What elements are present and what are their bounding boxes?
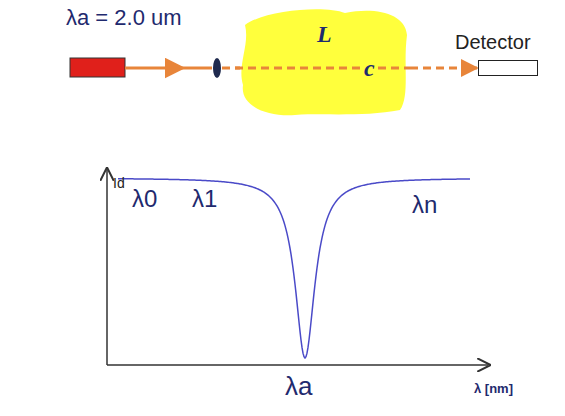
concentration-label: c: [361, 55, 378, 81]
x-axis: [107, 364, 488, 366]
length-label: L: [317, 21, 332, 47]
sample-region: [241, 9, 407, 115]
axis-label: λ [nm]: [474, 382, 513, 396]
wavelength-mark: λn: [412, 192, 437, 218]
sample-cell: Lc: [235, 5, 410, 117]
wavelength-mark: λ0: [132, 186, 157, 212]
detector-label: Detector: [455, 31, 531, 53]
lens: [213, 58, 221, 78]
laser-beam: [175, 67, 212, 70]
detector-box: Detector: [478, 60, 538, 76]
laser-beam: [235, 67, 410, 70]
wavelength-mark: λ1: [192, 186, 217, 212]
laser-source: [70, 58, 125, 77]
axis-label: Id: [113, 176, 125, 191]
laser-beam: [125, 67, 175, 70]
absorption-curve: [118, 179, 470, 358]
y-axis: [106, 170, 108, 365]
wavelength-label: λa = 2.0 um: [66, 6, 182, 30]
wavelength-mark: λa: [285, 372, 312, 401]
beam-connector: [410, 67, 477, 70]
